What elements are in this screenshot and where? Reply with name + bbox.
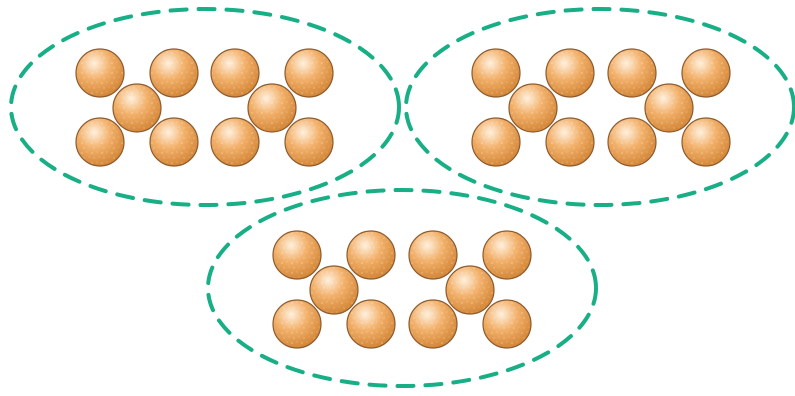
bead	[285, 118, 333, 166]
bead	[347, 231, 395, 279]
dashed-group-outline	[208, 190, 596, 386]
bead	[285, 49, 333, 97]
dashed-group-outline	[406, 9, 794, 205]
bead	[211, 118, 259, 166]
bead	[546, 49, 594, 97]
bead	[645, 84, 693, 132]
bead	[682, 118, 730, 166]
bead	[273, 300, 321, 348]
bead	[113, 84, 161, 132]
bead	[248, 84, 296, 132]
bead-cluster	[273, 231, 395, 348]
bead-cluster	[472, 49, 594, 166]
bead	[409, 231, 457, 279]
bead	[150, 49, 198, 97]
bead	[347, 300, 395, 348]
bead	[211, 49, 259, 97]
group-1	[11, 9, 399, 205]
groups-layer	[11, 9, 794, 386]
bead	[76, 49, 124, 97]
bead	[273, 231, 321, 279]
bead	[483, 231, 531, 279]
dashed-group-outline	[11, 9, 399, 205]
bead	[472, 49, 520, 97]
bead	[310, 266, 358, 314]
bead-cluster	[211, 49, 333, 166]
bead	[472, 118, 520, 166]
group-2	[406, 9, 794, 205]
bead	[150, 118, 198, 166]
bead-cluster	[409, 231, 531, 348]
bead	[608, 118, 656, 166]
bead-cluster	[76, 49, 198, 166]
bead	[483, 300, 531, 348]
bead	[546, 118, 594, 166]
bead	[509, 84, 557, 132]
bead	[682, 49, 730, 97]
bead-cluster	[608, 49, 730, 166]
group-3	[208, 190, 596, 386]
bead	[608, 49, 656, 97]
bead	[76, 118, 124, 166]
bead	[409, 300, 457, 348]
bead	[446, 266, 494, 314]
